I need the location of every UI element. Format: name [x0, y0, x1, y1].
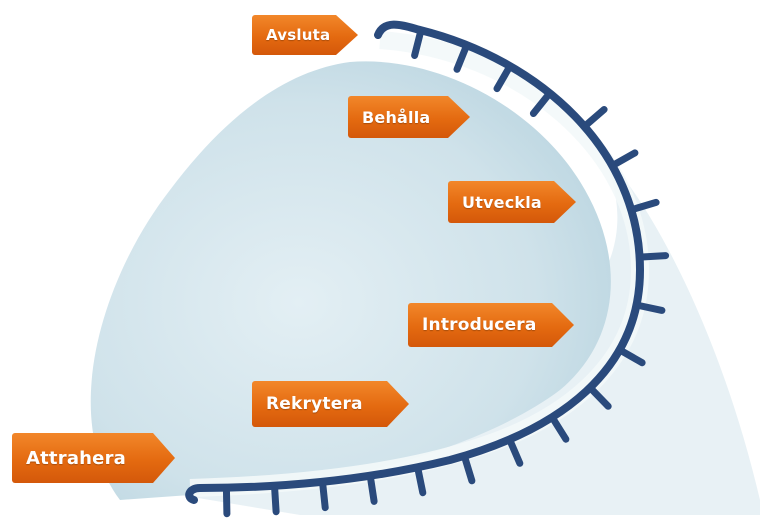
stage-tag-rekrytera: Rekrytera [252, 381, 409, 427]
stage-tag-avsluta: Avsluta [252, 15, 358, 55]
stage-label: Behålla [362, 108, 430, 127]
stage-label: Avsluta [266, 26, 330, 44]
stage-tag-behalla: Behålla [348, 96, 470, 138]
stage-label: Attrahera [26, 448, 126, 469]
stage-tag-utveckla: Utveckla [448, 181, 576, 223]
stage-label: Utveckla [462, 193, 542, 212]
stage-tag-introducera: Introducera [408, 303, 574, 347]
stage-label: Rekrytera [266, 394, 363, 414]
stage-label: Introducera [422, 315, 537, 335]
stage-tag-attrahera: Attrahera [12, 433, 175, 483]
